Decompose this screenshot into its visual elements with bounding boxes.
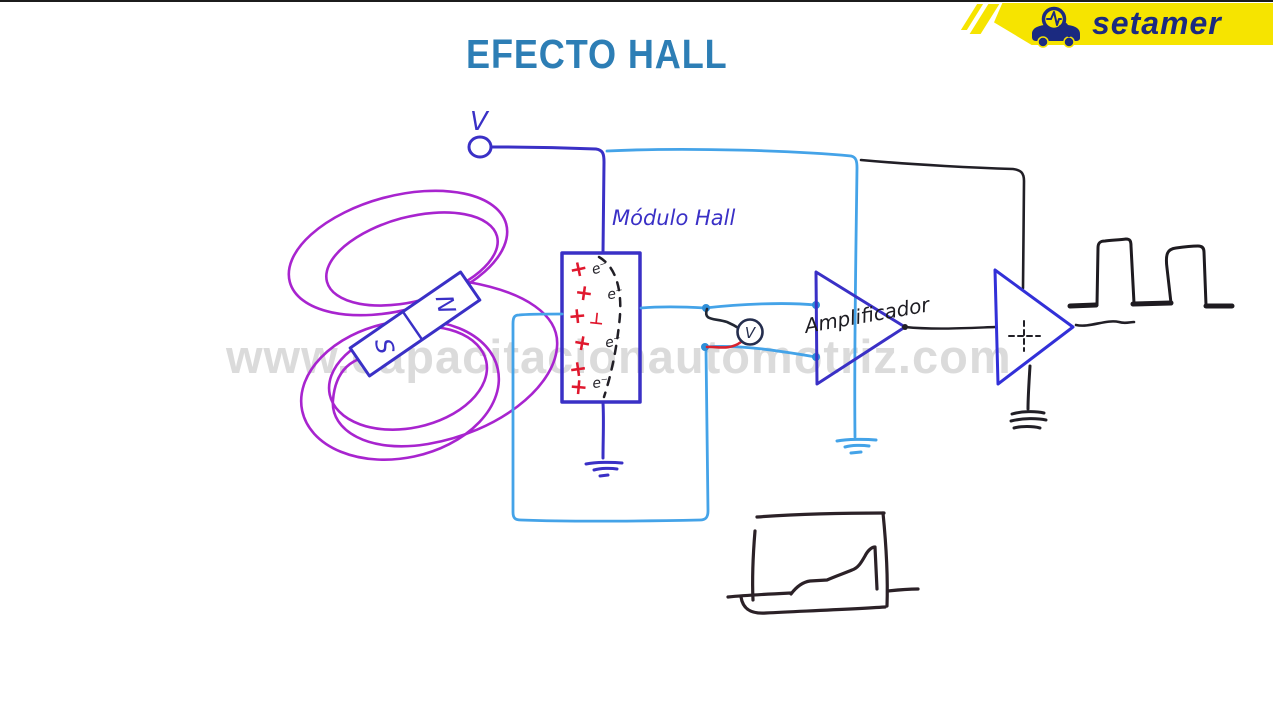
module-label: Módulo Hall [612, 206, 735, 230]
comparator-output-wire [1074, 320, 1136, 327]
magnifier-lens [1041, 6, 1067, 32]
page-title: EFECTO HALL [466, 31, 728, 77]
electron-mark: e⁻ [604, 333, 623, 352]
electron-path [597, 255, 622, 399]
module-ground-symbol [584, 460, 624, 478]
field-line-top-inner [325, 211, 499, 307]
comparator-ground-wire [1026, 364, 1032, 411]
hall-module-box [560, 251, 642, 404]
car-magnifier-icon [1032, 6, 1080, 48]
hall-output-wire-top [639, 302, 818, 310]
graph-box-left [751, 529, 757, 602]
plus-mark: + [567, 356, 589, 383]
plus-mark: + [573, 280, 595, 307]
supply-terminal [467, 135, 493, 159]
positive-charges: + + + + + + ⊥ [567, 255, 605, 400]
square-wave-signal [1067, 237, 1235, 309]
amplifier-output-wire [903, 325, 997, 330]
perp-mark: ⊥ [588, 308, 605, 328]
comparator-plus-mark [1008, 320, 1041, 352]
voltmeter-lead-black [704, 307, 742, 331]
comparator-triangle [993, 268, 1075, 386]
graph-box-top [755, 511, 886, 519]
electron-mark: e⁻ [590, 258, 610, 278]
video-top-edge [0, 0, 1273, 2]
supply-wire [489, 145, 606, 255]
magnifier-handle [1058, 24, 1072, 38]
electron-mark: e⁻ [606, 285, 625, 304]
analog-signal-graph [726, 511, 920, 615]
brand-name: setamer [1092, 5, 1222, 41]
comparator-ground-symbol [1009, 410, 1048, 430]
bus-wire-light-blue [605, 147, 859, 439]
field-line-top-outer [287, 189, 509, 317]
plus-mark: + [567, 303, 588, 330]
graph-box-bottom [739, 595, 887, 615]
magnet: S N [348, 270, 482, 378]
magnet-south-label: S [369, 336, 400, 357]
plus-mark: + [571, 330, 593, 358]
graph-baseline-right [886, 587, 920, 593]
bus-wire-black [859, 158, 1026, 290]
graph-box-right [881, 511, 889, 608]
electrons: e⁻ e⁻ e⁻ e⁻ [590, 258, 625, 392]
electron-mark: e⁻ [591, 374, 609, 392]
pulse-waveform [1046, 11, 1062, 26]
car-wheel [1063, 36, 1075, 48]
voltmeter-label: V [745, 324, 757, 342]
magnet-north-label: N [430, 293, 461, 317]
feedback-loop-wire [511, 312, 710, 523]
magnet-divider [401, 310, 424, 341]
voltmeter-dial [736, 318, 764, 346]
plus-mark: + [567, 255, 590, 283]
graph-signal-curve [789, 545, 879, 596]
amplifier-triangle [814, 270, 907, 386]
supply-voltage-label: V [470, 107, 490, 137]
plus-mark: + [568, 374, 589, 401]
amplifier-ground-symbol [835, 437, 878, 455]
magnet-body [348, 270, 482, 378]
voltmeter-lead-red [705, 340, 743, 349]
graph-baseline-left [726, 591, 793, 599]
field-line-to-module [331, 280, 559, 448]
amplifier-label: Amplificador [801, 292, 933, 338]
car-wheel [1037, 36, 1049, 48]
